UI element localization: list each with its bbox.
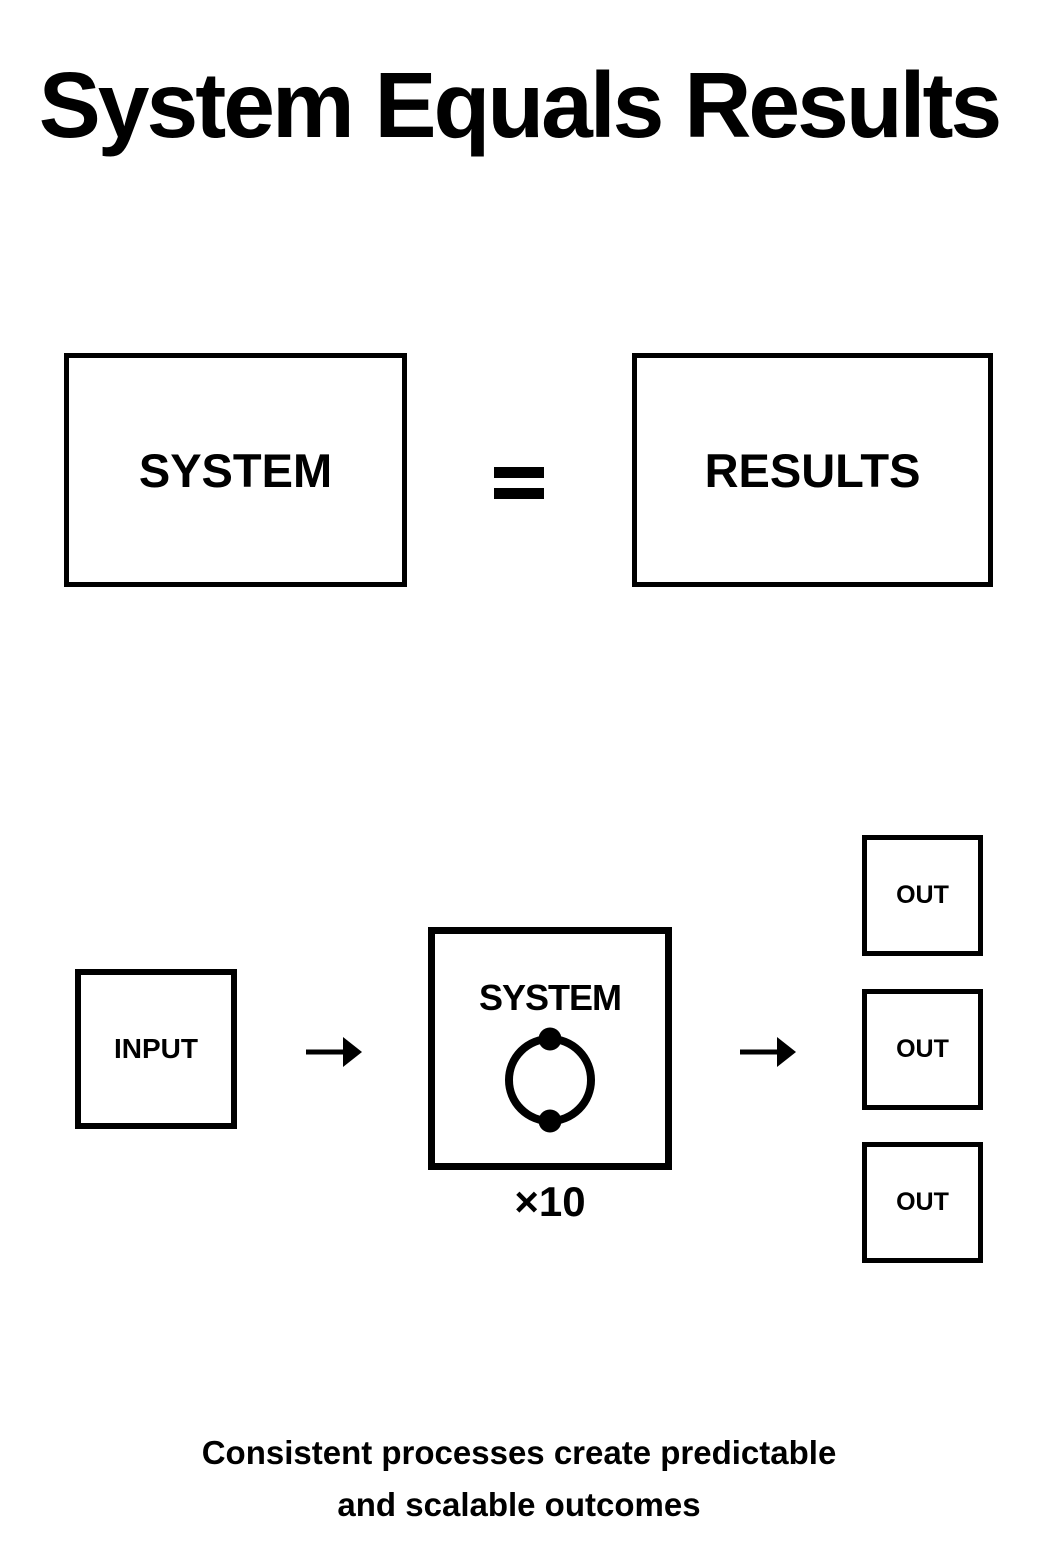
page-title: System Equals Results: [38, 53, 1002, 157]
equals-bar-top: [494, 467, 544, 478]
arrow-right-icon: [740, 1037, 796, 1067]
input-box: INPUT: [75, 969, 237, 1129]
system-box: SYSTEM: [64, 353, 407, 587]
caption: Consistent processes create predictable …: [0, 1427, 1038, 1531]
multiplier-label: ×10: [514, 1178, 586, 1225]
results-box-label: RESULTS: [704, 443, 921, 497]
output-box-label: OUT: [896, 1188, 949, 1216]
arrow-right-icon: [306, 1037, 362, 1067]
output-box: OUT: [862, 989, 983, 1110]
system-box-label: SYSTEM: [138, 443, 333, 497]
output-box-label: OUT: [896, 881, 949, 909]
flow-system-box-label: SYSTEM: [478, 977, 622, 1018]
output-box: OUT: [862, 835, 983, 956]
results-box: RESULTS: [632, 353, 993, 587]
equals-bar-bottom: [494, 488, 544, 499]
flow-system-box: SYSTEM: [428, 927, 672, 1170]
caption-line-2: and scalable outcomes: [337, 1486, 701, 1523]
equals-sign: [494, 467, 544, 499]
output-box: OUT: [862, 1142, 983, 1263]
cycle-icon: [505, 1027, 595, 1133]
output-box-label: OUT: [896, 1035, 949, 1063]
caption-line-1: Consistent processes create predictable: [201, 1434, 837, 1471]
input-box-label: INPUT: [114, 1033, 198, 1064]
